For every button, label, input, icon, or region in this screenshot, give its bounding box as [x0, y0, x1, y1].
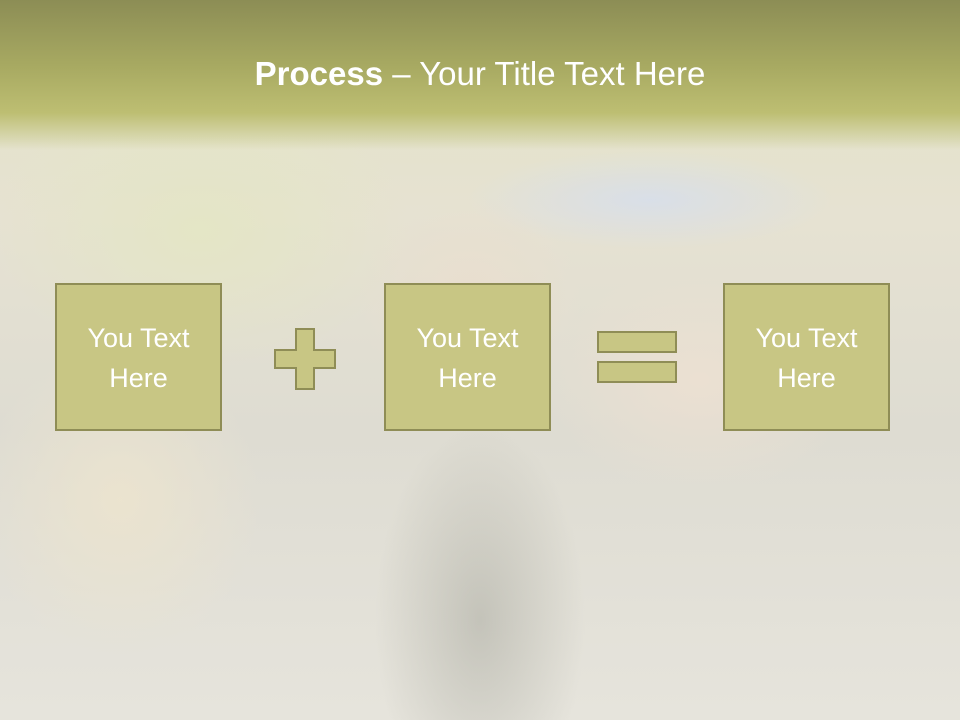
process-box-3: You Text Here	[723, 283, 890, 431]
process-box-3-text: You Text Here	[755, 323, 858, 393]
equals-icon	[597, 331, 677, 388]
process-box-1: You Text Here	[55, 283, 222, 431]
slide-title: Process – Your Title Text Here	[0, 52, 960, 96]
title-bold-text: Process	[254, 55, 384, 92]
title-band	[0, 0, 960, 150]
title-rest-text: – Your Title Text Here	[383, 55, 706, 92]
plus-icon	[274, 328, 336, 395]
process-box-2-text: You Text Here	[416, 323, 519, 393]
process-box-1-text: You Text Here	[87, 323, 190, 393]
process-box-2: You Text Here	[384, 283, 551, 431]
